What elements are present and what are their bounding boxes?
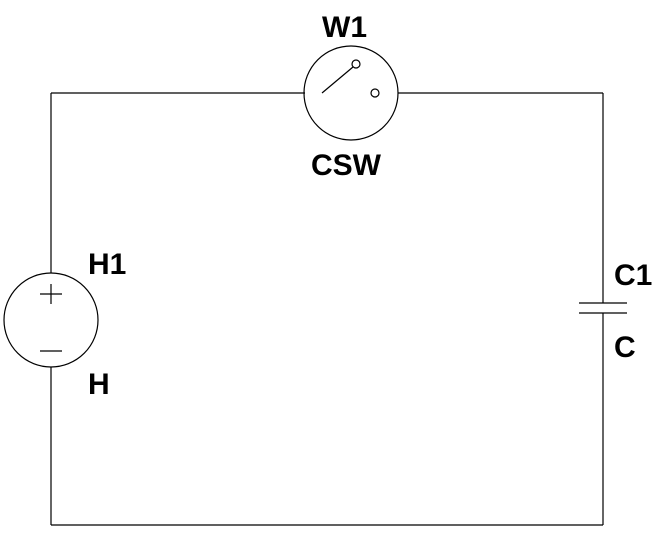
capacitor-designator-label: C1: [614, 259, 652, 292]
switch-contact-top: [351, 59, 361, 69]
wires: [50, 92, 604, 526]
voltage-source-h1[interactable]: H1 H: [3, 248, 126, 401]
capacitor-icon: [579, 302, 627, 314]
capacitor-value-label: C: [614, 331, 636, 364]
capacitor-c1[interactable]: C1 C: [579, 259, 652, 364]
switch-value-label: CSW: [311, 149, 382, 182]
switch-blade: [321, 66, 354, 94]
switch-w1[interactable]: W1 CSW: [303, 11, 399, 182]
voltage-source-icon: [3, 272, 99, 368]
voltage-source-value-label: H: [88, 368, 110, 401]
switch-designator-label: W1: [322, 11, 367, 44]
voltage-source-designator-label: H1: [88, 248, 126, 281]
switch-contact-right: [370, 88, 380, 98]
switch-icon: [303, 45, 399, 141]
